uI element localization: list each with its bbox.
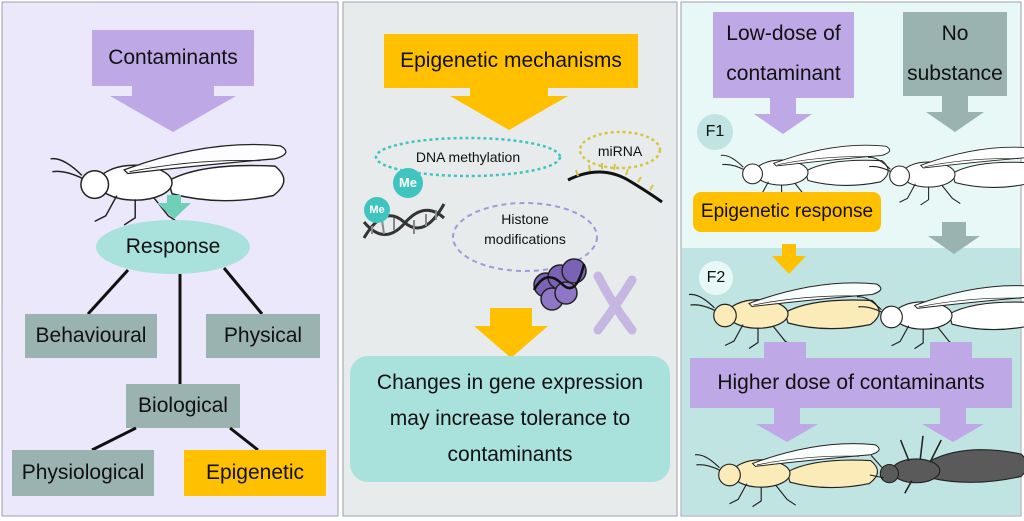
contaminants-label: Contaminants [108,45,238,69]
mirna-ellipse [578,130,662,170]
contaminants-box [92,30,254,86]
dna-methylation-label: DNA methylation [415,148,521,165]
low-dose-box [713,12,854,98]
f2-badge [699,261,733,295]
histone-label-line2: modifications [484,230,566,247]
methyl-group-icon-small [364,197,390,223]
epigenetic-label: Epigenetic [205,460,305,484]
low-dose-label-line2: contaminant [726,61,841,85]
higher-dose-arrow-right [922,408,984,442]
response-to-behavioural-line [86,268,130,316]
methyl-label-large: Me [398,175,418,191]
higher-dose-stem-left [764,342,806,358]
behavioural-label: Behavioural [35,323,147,347]
histone-nucleosome-icon [532,258,587,311]
low-dose-label-line1: Low-dose of [726,21,841,45]
physical-box [206,314,320,358]
biological-to-epigenetic-line [229,426,259,452]
response-to-physical-line [222,267,264,315]
epigenetic-mechanisms-box [384,34,638,88]
result-box [350,356,670,482]
f1-to-f2-arrow-left [772,244,806,274]
mechanisms-arrow [450,88,568,130]
higher-dose-stem-right [930,342,972,358]
chromosome-icon [593,271,637,335]
contaminants-arrow [110,86,236,132]
response-arrow [157,195,191,219]
no-substance-label-line1: No [941,21,969,45]
epigenetic-mechanisms-label: Epigenetic mechanisms [400,48,622,72]
histone-ellipse [452,202,598,272]
f1-to-f2-arrow-right [928,222,980,254]
biological-to-physiological-line [91,426,137,452]
behavioural-box [25,314,157,358]
f2-label: F2 [706,268,726,286]
no-substance-box [903,12,1007,96]
physiological-label: Physiological [21,460,145,484]
result-arrow [474,308,548,358]
dna-methylation-ellipse [374,136,562,178]
epigenetic-response-box [693,192,881,232]
histone-label-line1: Histone [501,210,549,227]
biological-box [126,384,240,428]
f1-badge [697,114,733,150]
higher-dose-label: Higher dose of contaminants [717,370,985,394]
result-label-line1: Changes in gene expression [376,370,644,394]
methyl-group-icon-large [393,168,423,198]
response-label: Response [125,234,221,258]
low-dose-arrow [754,98,812,134]
mirna-bristles-icon [575,163,654,191]
physiological-box [12,450,154,496]
response-ellipse [96,220,250,274]
result-label-line2: may increase tolerance to [389,406,631,430]
epigenetic-response-label: Epigenetic response [700,200,874,222]
biological-label: Biological [138,393,228,417]
epigenetic-box [184,450,326,496]
no-substance-arrow [926,96,984,132]
bee-dead-icon [869,435,1024,494]
result-label-line3: contaminants [447,442,573,466]
higher-dose-box [690,358,1012,408]
mirna-strand-icon [567,170,663,204]
higher-dose-arrow-left [756,408,818,442]
methyl-label-small: Me [369,203,385,216]
physical-label: Physical [223,323,303,347]
mirna-label: miRNA [597,142,643,159]
f1-label: F1 [705,122,725,140]
no-substance-label-line2: substance [907,61,1003,85]
